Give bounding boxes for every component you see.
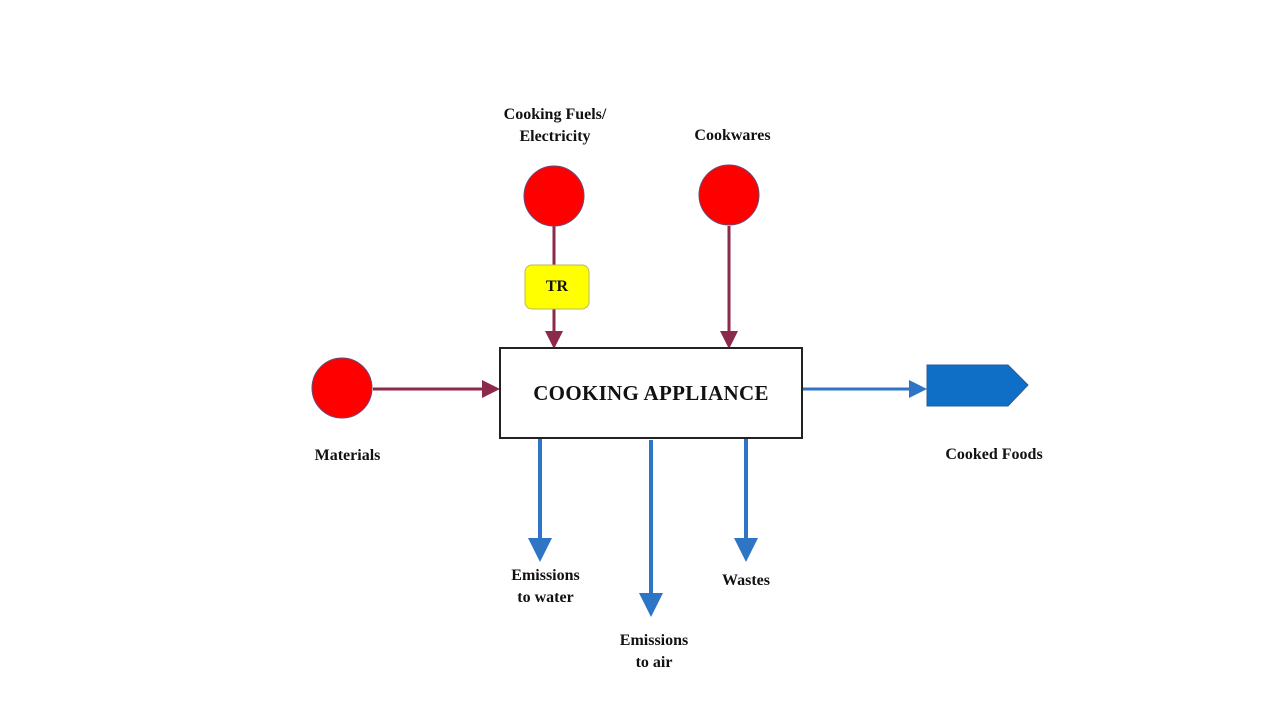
materials-label: Materials [314,447,381,464]
materials-node [311,357,373,419]
transport-box [524,264,590,310]
fuels-label-line1: Cooking Fuels/ [503,106,607,123]
wastes-label: Wastes [722,572,770,589]
emissions-air-label: Emissions to air [595,630,713,674]
cooking-appliance-label: COOKING APPLIANCE [533,380,769,405]
emissions-air-line1: Emissions [619,632,689,649]
emissions-water-line1: Emissions [511,567,580,584]
fuels-label: Cooking Fuels/ Electricity [470,104,640,148]
cooked-foods-product-shape [926,364,1029,407]
cooked-foods-label: Cooked Foods [945,446,1043,463]
emissions-air-line2: to air [635,654,673,671]
fuels-node [523,165,585,227]
transport-label: TR [545,278,569,295]
cookwares-label: Cookwares [694,127,771,144]
emissions-water-label: Emissions to water [488,565,603,609]
fuels-label-line2: Electricity [519,128,591,145]
cooking-appliance-box [499,347,803,439]
cookwares-node [698,164,760,226]
emissions-water-line2: to water [517,589,574,606]
